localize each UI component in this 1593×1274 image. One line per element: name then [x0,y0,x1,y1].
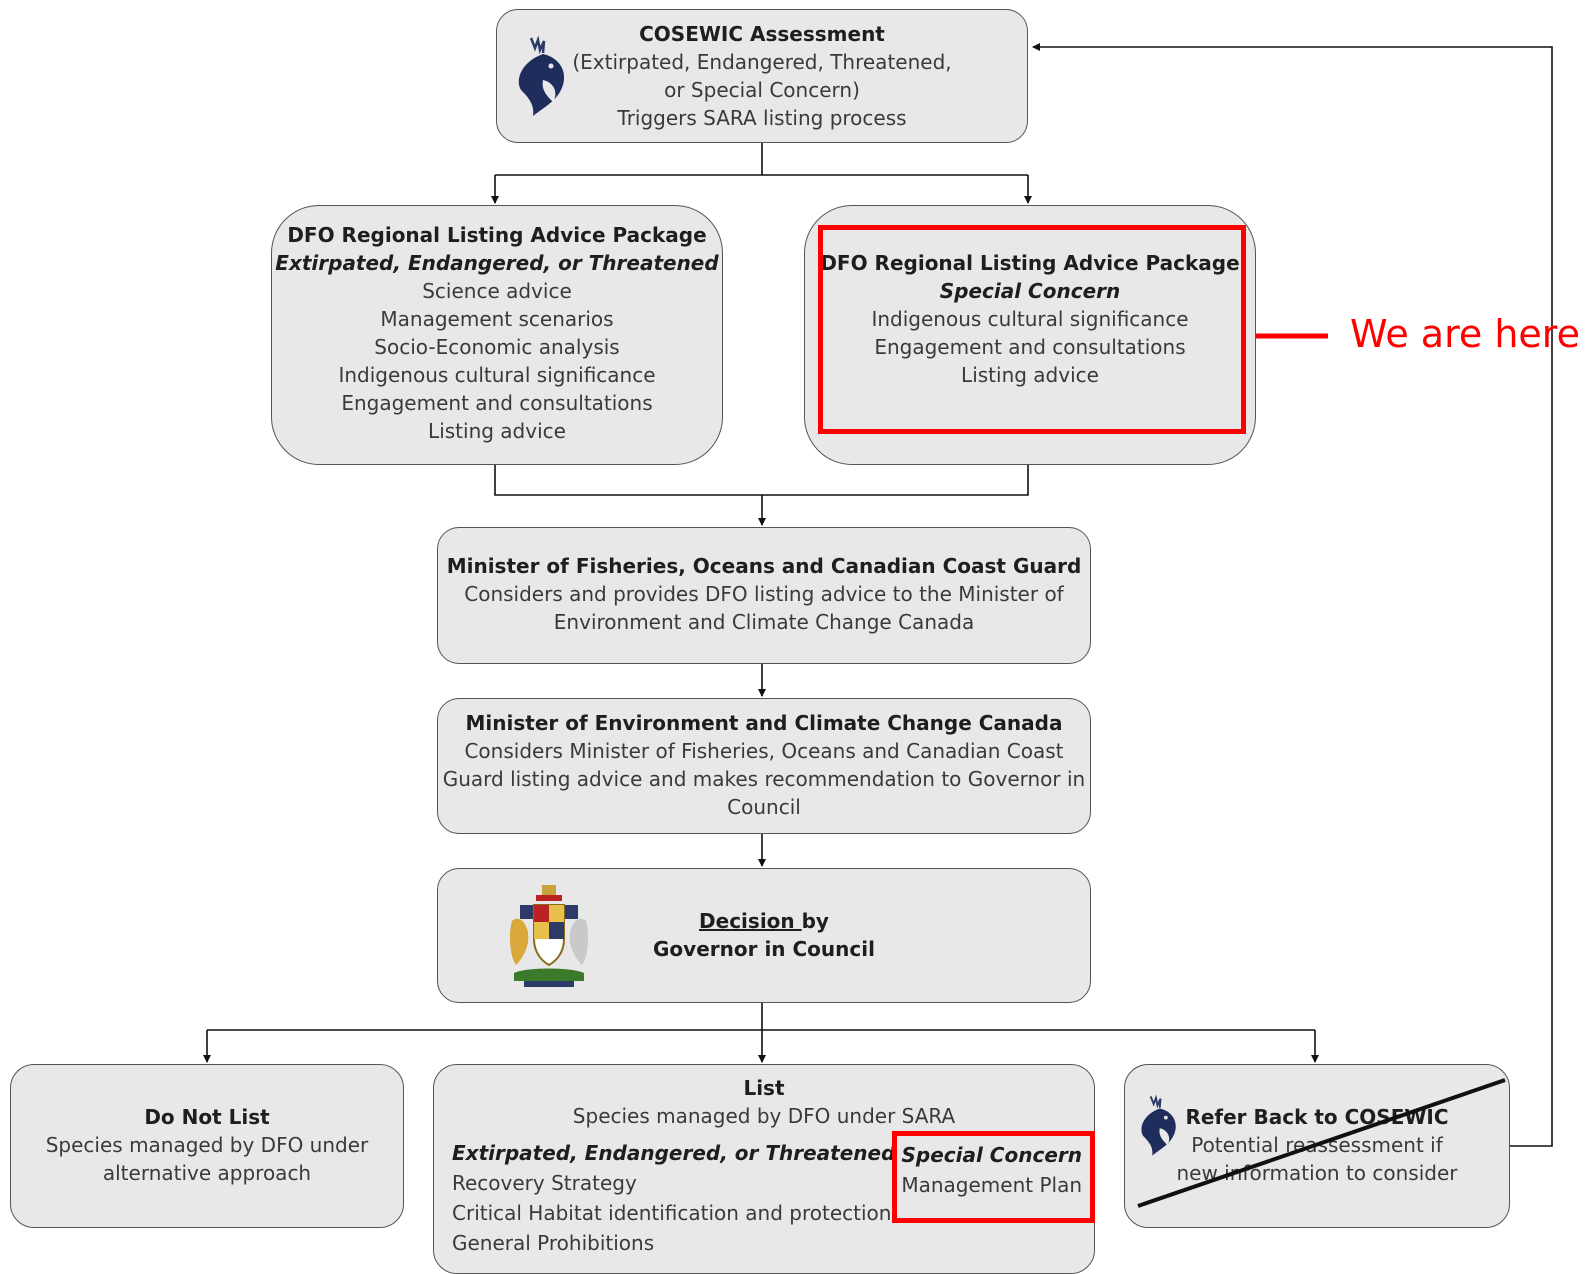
list-subtitle: Species managed by DFO under SARA [572,1104,956,1128]
minister-eccc-box: Minister of Environment and Climate Chan… [437,698,1091,834]
cosewic-logo-icon [1137,1091,1181,1168]
do-not-list-box: Do Not List Species managed by DFO under… [10,1064,404,1228]
dfo-right-title: DFO Regional Listing Advice Package [820,251,1240,275]
list-special-concern-column: Special Concern Management Plan [901,1140,1082,1200]
refer-back-title: Refer Back to COSEWIC [1185,1105,1449,1129]
dfo-right-subtitle: Special Concern [939,279,1121,303]
list-eet-item: Recovery Strategy [452,1171,637,1195]
cosewic-assessment-line: (Extirpated, Endangered, Threatened, [572,50,952,74]
dfo-right-item: Engagement and consultations [874,335,1186,359]
minister-fisheries-box: Minister of Fisheries, Oceans and Canadi… [437,527,1091,664]
dfo-right-highlight-frame [818,225,1246,434]
dfo-left-item: Science advice [422,279,572,303]
list-title: List [743,1076,785,1100]
dfo-left-subtitle: Extirpated, Endangered, or Threatened [275,251,719,275]
list-special-concern-heading: Special Concern [901,1143,1083,1167]
decision-title: Decision by [438,907,1090,935]
minister-fisheries-line: Environment and Climate Change Canada [553,610,975,634]
list-eet-item: General Prohibitions [452,1231,655,1255]
minister-fisheries-title: Minister of Fisheries, Oceans and Canadi… [446,554,1082,578]
list-box: List Species managed by DFO under SARA E… [433,1064,1095,1274]
dfo-left-item: Engagement and consultations [341,391,653,415]
dfo-listing-advice-special-concern-box: DFO Regional Listing Advice Package Spec… [804,205,1256,465]
dfo-left-item: Listing advice [428,419,566,443]
cosewic-assessment-line: or Special Concern) [664,78,860,102]
do-not-list-title: Do Not List [144,1105,270,1129]
refer-back-line: Potential reassessment if [1191,1133,1443,1157]
dfo-right-item: Indigenous cultural significance [871,307,1189,331]
minister-fisheries-line: Considers and provides DFO listing advic… [464,582,1064,606]
decision-line2: Governor in Council [653,937,875,961]
minister-eccc-line: Considers Minister of Fisheries, Oceans … [464,739,1064,763]
dfo-left-item: Management scenarios [380,307,614,331]
cosewic-logo-icon [513,32,571,129]
cosewic-assessment-box: COSEWIC Assessment (Extirpated, Endanger… [496,9,1028,143]
decision-underlined: Decision [699,909,802,933]
list-special-concern-item: Management Plan [901,1173,1082,1197]
list-eet-column: Extirpated, Endangered, or Threatened Re… [452,1138,895,1258]
list-eet-heading: Extirpated, Endangered, or Threatened [452,1141,896,1165]
we-are-here-label: We are here [1350,312,1580,356]
do-not-list-line: alternative approach [102,1161,312,1185]
dfo-left-title: DFO Regional Listing Advice Package [287,223,707,247]
dfo-left-item: Indigenous cultural significance [338,363,656,387]
dfo-listing-advice-eet-box: DFO Regional Listing Advice Package Exti… [271,205,723,465]
list-special-concern-highlight-frame [892,1131,1095,1223]
dfo-right-item: Listing advice [961,363,1099,387]
decision-by: by [801,909,829,933]
cosewic-assessment-line: Triggers SARA listing process [617,106,907,130]
refer-back-box: Refer Back to COSEWIC Potential reassess… [1124,1064,1510,1228]
coat-of-arms-icon [506,881,592,998]
decision-box: Decision by Governor in Council [437,868,1091,1003]
cosewic-assessment-title: COSEWIC Assessment [639,22,885,46]
minister-eccc-line: Council [727,795,801,819]
list-eet-item: Critical Habitat identification and prot… [452,1201,892,1225]
refer-back-line: new information to consider [1176,1161,1458,1185]
dfo-left-item: Socio-Economic analysis [374,335,620,359]
minister-eccc-title: Minister of Environment and Climate Chan… [465,711,1063,735]
minister-eccc-line: Guard listing advice and makes recommend… [442,767,1086,791]
do-not-list-line: Species managed by DFO under [45,1133,369,1157]
